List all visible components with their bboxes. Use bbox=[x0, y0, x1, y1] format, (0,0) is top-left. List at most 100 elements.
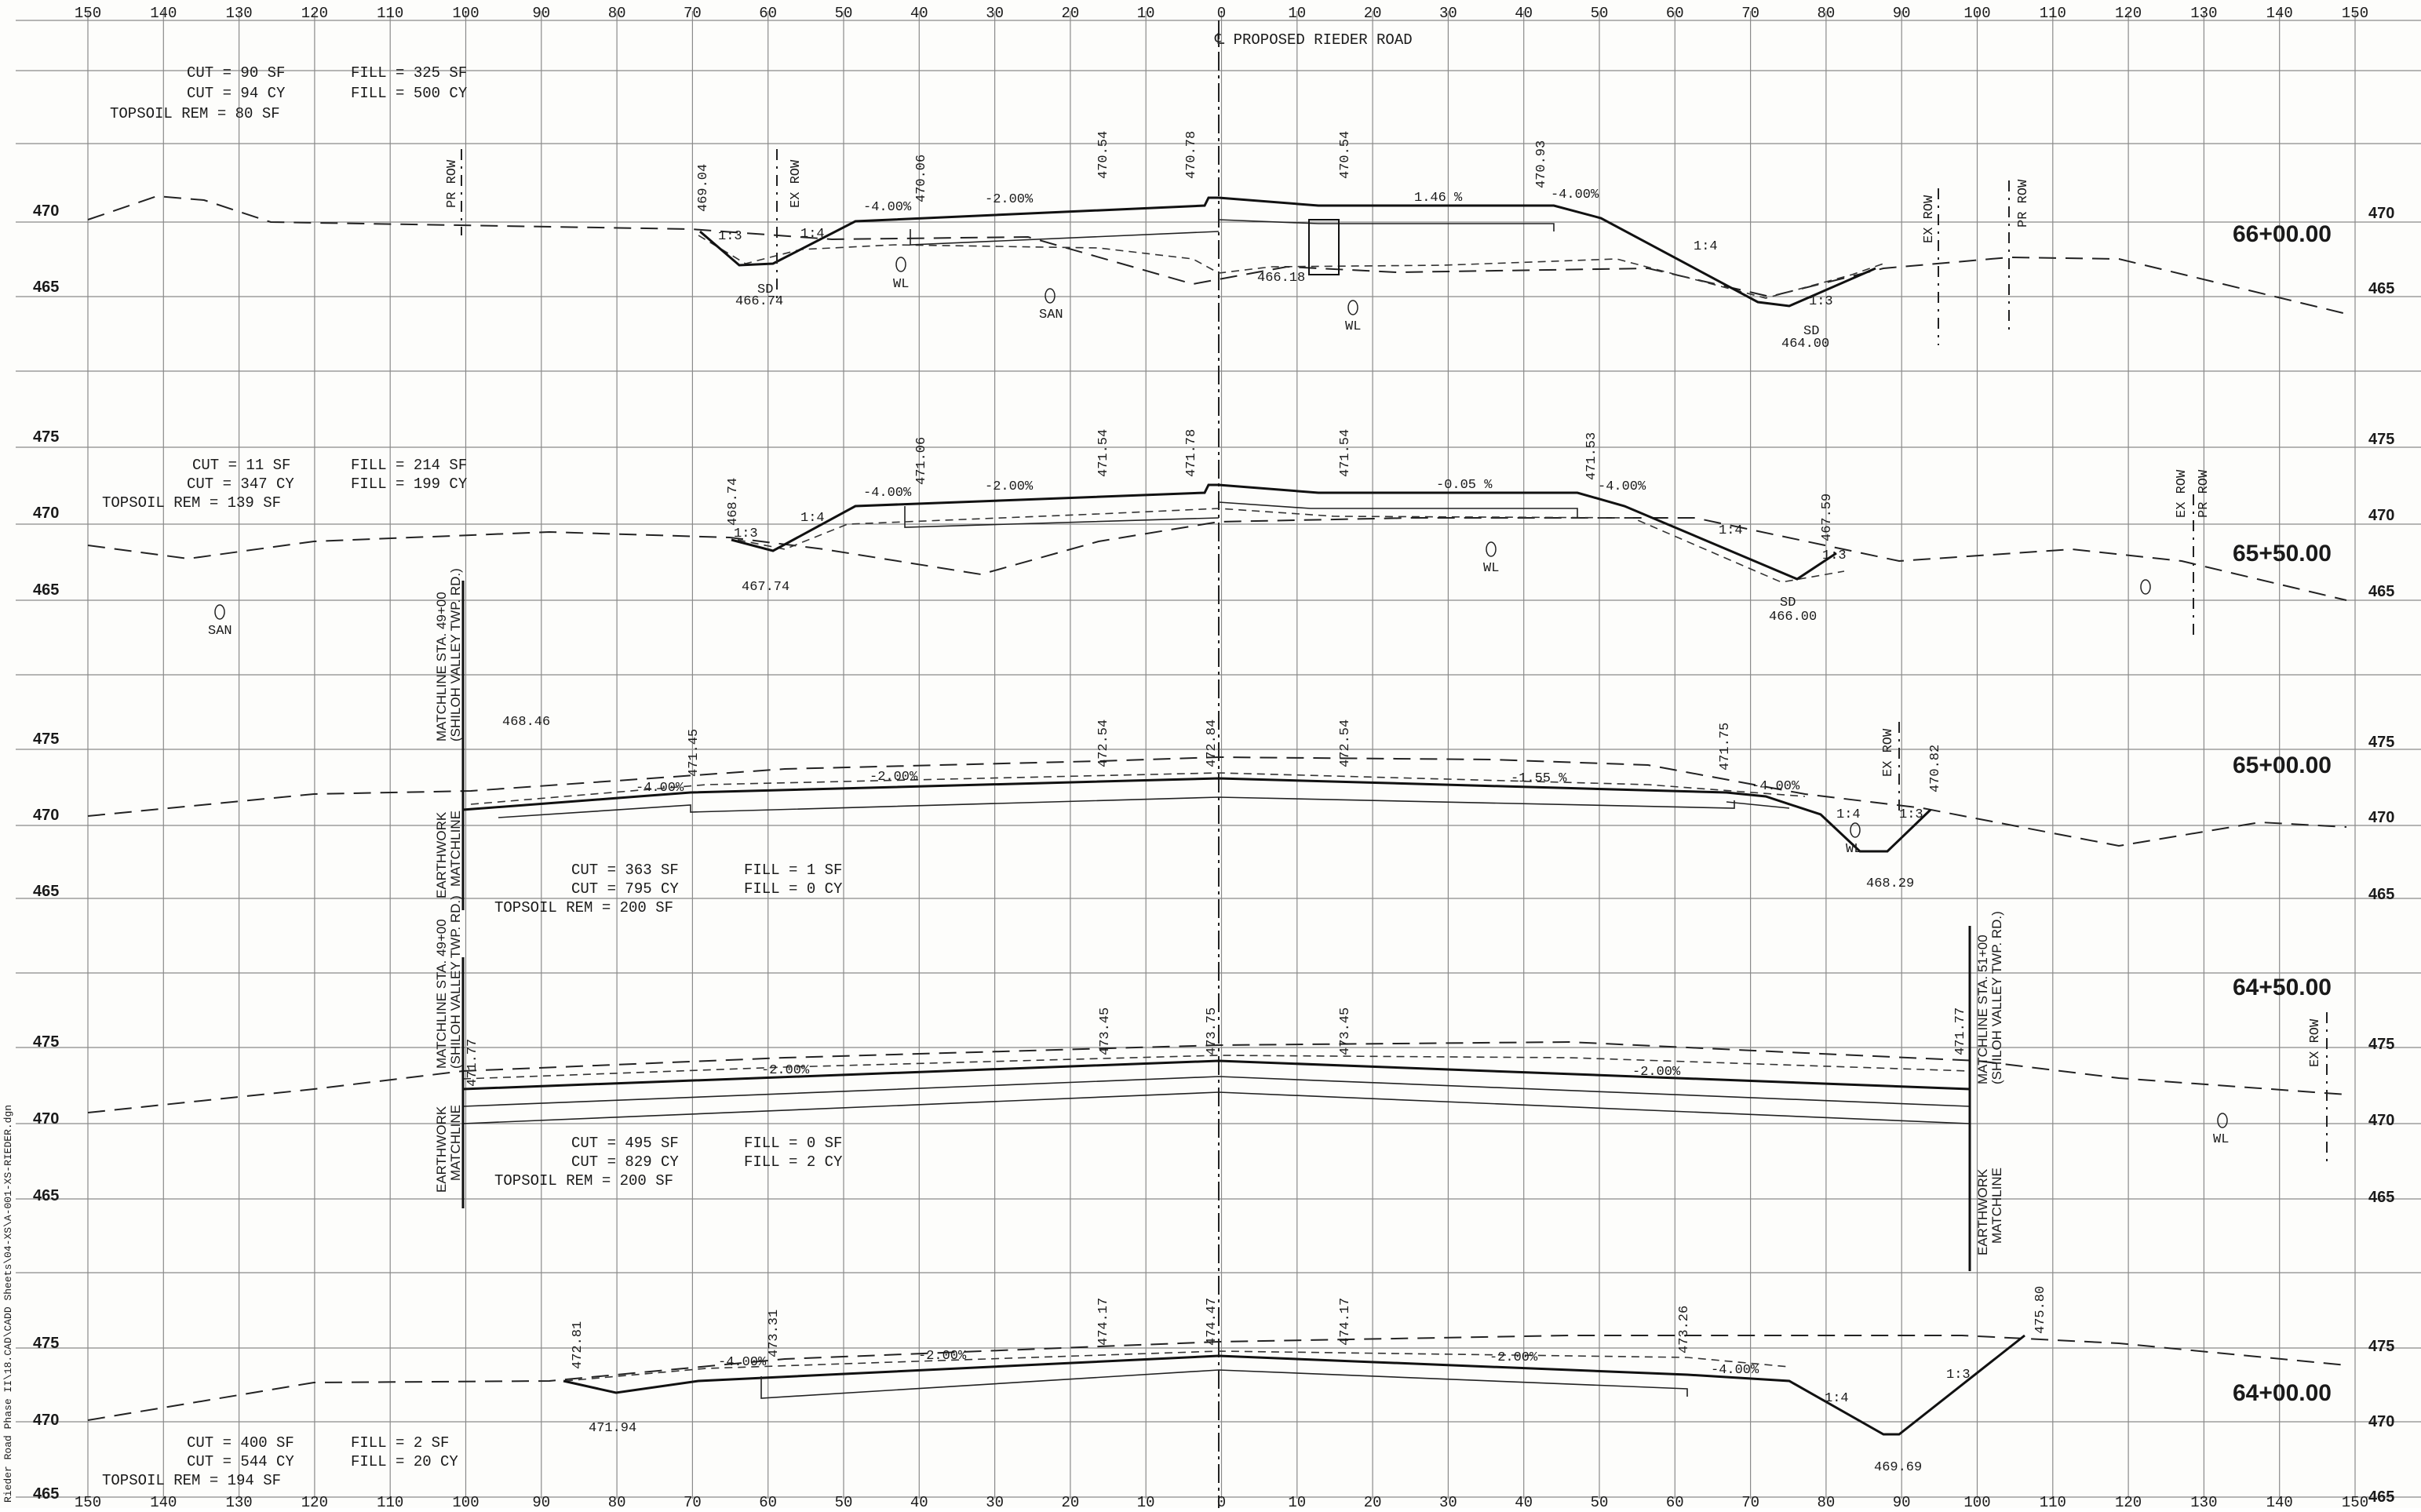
station-label: 65+50.00 bbox=[2233, 541, 2332, 567]
fill-sf: FILL = 325 SF bbox=[351, 64, 467, 82]
cut-sf: CUT = 363 SF bbox=[571, 862, 679, 879]
pavement-layers bbox=[904, 501, 1578, 528]
row-label: PR ROW bbox=[445, 159, 460, 208]
slope-label: -4.00% bbox=[1752, 779, 1800, 794]
slope-label: -2.00% bbox=[870, 770, 918, 785]
elev-callout: 470.54 bbox=[1096, 131, 1111, 179]
existing-ground bbox=[87, 1040, 2347, 1113]
fill-sf: FILL = 0 SF bbox=[744, 1135, 842, 1152]
elev-callout: 466.18 bbox=[1257, 271, 1305, 286]
offset-label: 40 bbox=[910, 5, 928, 22]
matchline-label: EARTHWORK bbox=[1975, 1168, 1990, 1255]
elev-callout: 467.74 bbox=[742, 580, 789, 595]
utility-label: SD bbox=[757, 282, 773, 297]
offset-label: 30 bbox=[1439, 5, 1457, 22]
elev-callout: 473.31 bbox=[767, 1310, 782, 1357]
slope-label: -4.00% bbox=[1711, 1363, 1759, 1378]
utility-label: WL bbox=[1483, 561, 1499, 576]
matchline-label: MATCHLINE bbox=[448, 811, 463, 887]
offset-label: 110 bbox=[377, 1494, 403, 1508]
offset-label: 130 bbox=[225, 1494, 252, 1508]
slope-label: -4.00% bbox=[863, 200, 912, 215]
offset-label: 30 bbox=[986, 1494, 1004, 1508]
offset-label: 70 bbox=[684, 1494, 702, 1508]
proposed-section bbox=[462, 1059, 1971, 1091]
elev-callout: 466.00 bbox=[1769, 610, 1817, 625]
slope-label: -2.00% bbox=[761, 1063, 810, 1078]
slope-label: 1:3 bbox=[1946, 1368, 1971, 1383]
slope-label: 1:3 bbox=[718, 229, 742, 244]
elev-callout: 474.17 bbox=[1096, 1298, 1111, 1346]
utility-label: SD bbox=[1803, 324, 1819, 339]
cut-sf: CUT = 400 SF bbox=[187, 1434, 294, 1452]
offset-label: 140 bbox=[2266, 5, 2293, 22]
elev-callout: 469.04 bbox=[696, 164, 711, 212]
offset-label: 130 bbox=[2190, 1494, 2217, 1508]
topsoil-rem: TOPSOIL REM = 200 SF bbox=[494, 899, 673, 916]
offset-label: 70 bbox=[1741, 5, 1759, 22]
utility-label: SAN bbox=[1039, 308, 1063, 322]
slope-label: 1:4 bbox=[800, 511, 825, 526]
elev-label: 465 bbox=[33, 883, 59, 900]
slope-label: 1:3 bbox=[1822, 548, 1847, 563]
offset-label: 100 bbox=[1963, 1494, 1990, 1508]
slope-label: -4.00% bbox=[1551, 188, 1599, 202]
utility-marker bbox=[895, 257, 906, 272]
offset-label: 20 bbox=[1364, 1494, 1382, 1508]
slope-label: 1:3 bbox=[1809, 294, 1833, 309]
offset-label: 60 bbox=[1666, 1494, 1684, 1508]
matchline-label: (SHILOH VALLEY TWP. RD.) bbox=[1989, 911, 2004, 1084]
pavement-layers bbox=[498, 796, 1790, 818]
slope-label: 1:3 bbox=[1899, 807, 1923, 822]
elev-callout: 468.74 bbox=[726, 478, 741, 526]
offset-label: 150 bbox=[2342, 1494, 2368, 1508]
curb-structure bbox=[1308, 219, 1340, 275]
matchline-label: MATCHLINE STA. 49+00 bbox=[434, 592, 449, 741]
offset-label: 120 bbox=[301, 1494, 328, 1508]
topsoil-rem: TOPSOIL REM = 194 SF bbox=[102, 1472, 281, 1489]
station-label: 66+00.00 bbox=[2233, 221, 2332, 247]
offset-label: 80 bbox=[1817, 1494, 1835, 1508]
row-label: EX ROW bbox=[2308, 1018, 2323, 1067]
matchline-label: EARTHWORK bbox=[434, 811, 449, 898]
offset-label: 140 bbox=[2266, 1494, 2293, 1508]
elev-label: 475 bbox=[2368, 431, 2394, 448]
existing-ground bbox=[87, 1335, 2347, 1421]
utility-marker bbox=[2140, 579, 2151, 595]
offset-label: 50 bbox=[1591, 1494, 1609, 1508]
offset-label: 30 bbox=[986, 5, 1004, 22]
elev-callout: 468.29 bbox=[1866, 876, 1914, 891]
utility-label: SD bbox=[1780, 596, 1796, 610]
elev-callout: 471.54 bbox=[1338, 429, 1353, 477]
elev-label: 470 bbox=[33, 202, 59, 220]
elev-callout: 470.06 bbox=[914, 155, 929, 202]
offset-label: 10 bbox=[1288, 5, 1306, 22]
elev-callout: 470.93 bbox=[1534, 140, 1549, 188]
title-label: ℄ PROPOSED RIEDER ROAD bbox=[1214, 31, 1413, 49]
elev-label: 475 bbox=[2368, 1338, 2394, 1355]
station-label: 64+00.00 bbox=[2233, 1380, 2332, 1406]
elev-callout: 471.54 bbox=[1096, 429, 1111, 477]
offset-label: 40 bbox=[910, 1494, 928, 1508]
utility-label: WL bbox=[893, 277, 909, 292]
fill-sf: FILL = 214 SF bbox=[351, 457, 467, 474]
offset-label: 80 bbox=[1817, 5, 1835, 22]
slope-label: -4.00% bbox=[636, 781, 684, 796]
elev-callout: 464.00 bbox=[1781, 337, 1829, 352]
offset-label: 60 bbox=[1666, 5, 1684, 22]
elev-label: 470 bbox=[33, 1412, 59, 1429]
matchline-label: EARTHWORK bbox=[434, 1106, 449, 1193]
offset-label: 90 bbox=[1893, 1494, 1911, 1508]
utility-marker bbox=[214, 604, 225, 620]
section-64-50: 475 470 465 475 470 465 64+50.00 CUT = 4… bbox=[33, 895, 2394, 1271]
cut-sf: CUT = 11 SF bbox=[192, 457, 290, 474]
matchline-label: MATCHLINE STA. 51+00 bbox=[1975, 935, 1990, 1084]
offset-label: 110 bbox=[377, 5, 403, 22]
offset-label: 20 bbox=[1061, 1494, 1079, 1508]
offset-label: 80 bbox=[608, 5, 626, 22]
elev-callout: 471.78 bbox=[1184, 429, 1199, 477]
slope-label: 1:4 bbox=[800, 227, 825, 242]
fill-sf: FILL = 1 SF bbox=[744, 862, 842, 879]
offset-label: 130 bbox=[225, 5, 252, 22]
